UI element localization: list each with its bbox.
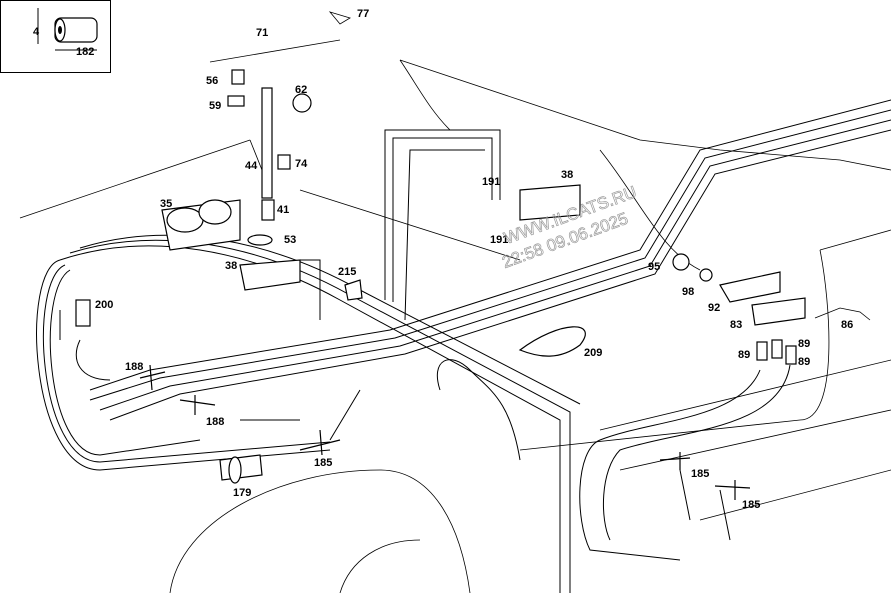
tubing	[36, 99, 891, 593]
label-95: 95	[648, 261, 660, 273]
inset-dim-label: 4	[33, 26, 40, 38]
label-191-upper: 191	[482, 176, 500, 188]
label-35: 35	[160, 198, 172, 210]
label-185-a: 185	[314, 457, 332, 469]
body-outline	[19, 59, 891, 593]
label-188-a: 188	[125, 361, 143, 373]
label-41: 41	[277, 204, 289, 216]
label-185-c: 185	[742, 499, 760, 511]
label-62: 62	[295, 84, 307, 96]
label-44: 44	[245, 160, 258, 172]
label-179: 179	[233, 487, 251, 499]
label-74: 74	[295, 158, 308, 170]
label-77: 77	[357, 8, 369, 20]
label-98: 98	[682, 286, 694, 298]
label-38-lower: 38	[225, 260, 237, 272]
parts-shapes	[75, 11, 871, 500]
label-89-b: 89	[798, 338, 810, 350]
label-191-lower: 191	[490, 234, 508, 246]
label-89-c: 89	[798, 356, 810, 368]
label-215: 215	[338, 266, 356, 278]
label-53: 53	[284, 234, 296, 246]
label-59: 59	[209, 100, 221, 112]
label-200: 200	[95, 299, 113, 311]
label-185-b: 185	[691, 468, 709, 480]
label-38-upper: 38	[561, 169, 573, 181]
label-86: 86	[841, 319, 853, 331]
label-83: 83	[730, 319, 742, 331]
label-56: 56	[206, 75, 218, 87]
inset-part-label: 182	[76, 46, 94, 58]
inset-box: 4 182	[0, 0, 111, 73]
label-89-a: 89	[738, 349, 750, 361]
label-92: 92	[708, 302, 720, 314]
part-labels: 77 71 56 62 59 44 74 38 191 35 41 191 53…	[95, 8, 853, 511]
label-188-b: 188	[206, 416, 224, 428]
label-71: 71	[256, 27, 268, 39]
label-209: 209	[584, 347, 602, 359]
